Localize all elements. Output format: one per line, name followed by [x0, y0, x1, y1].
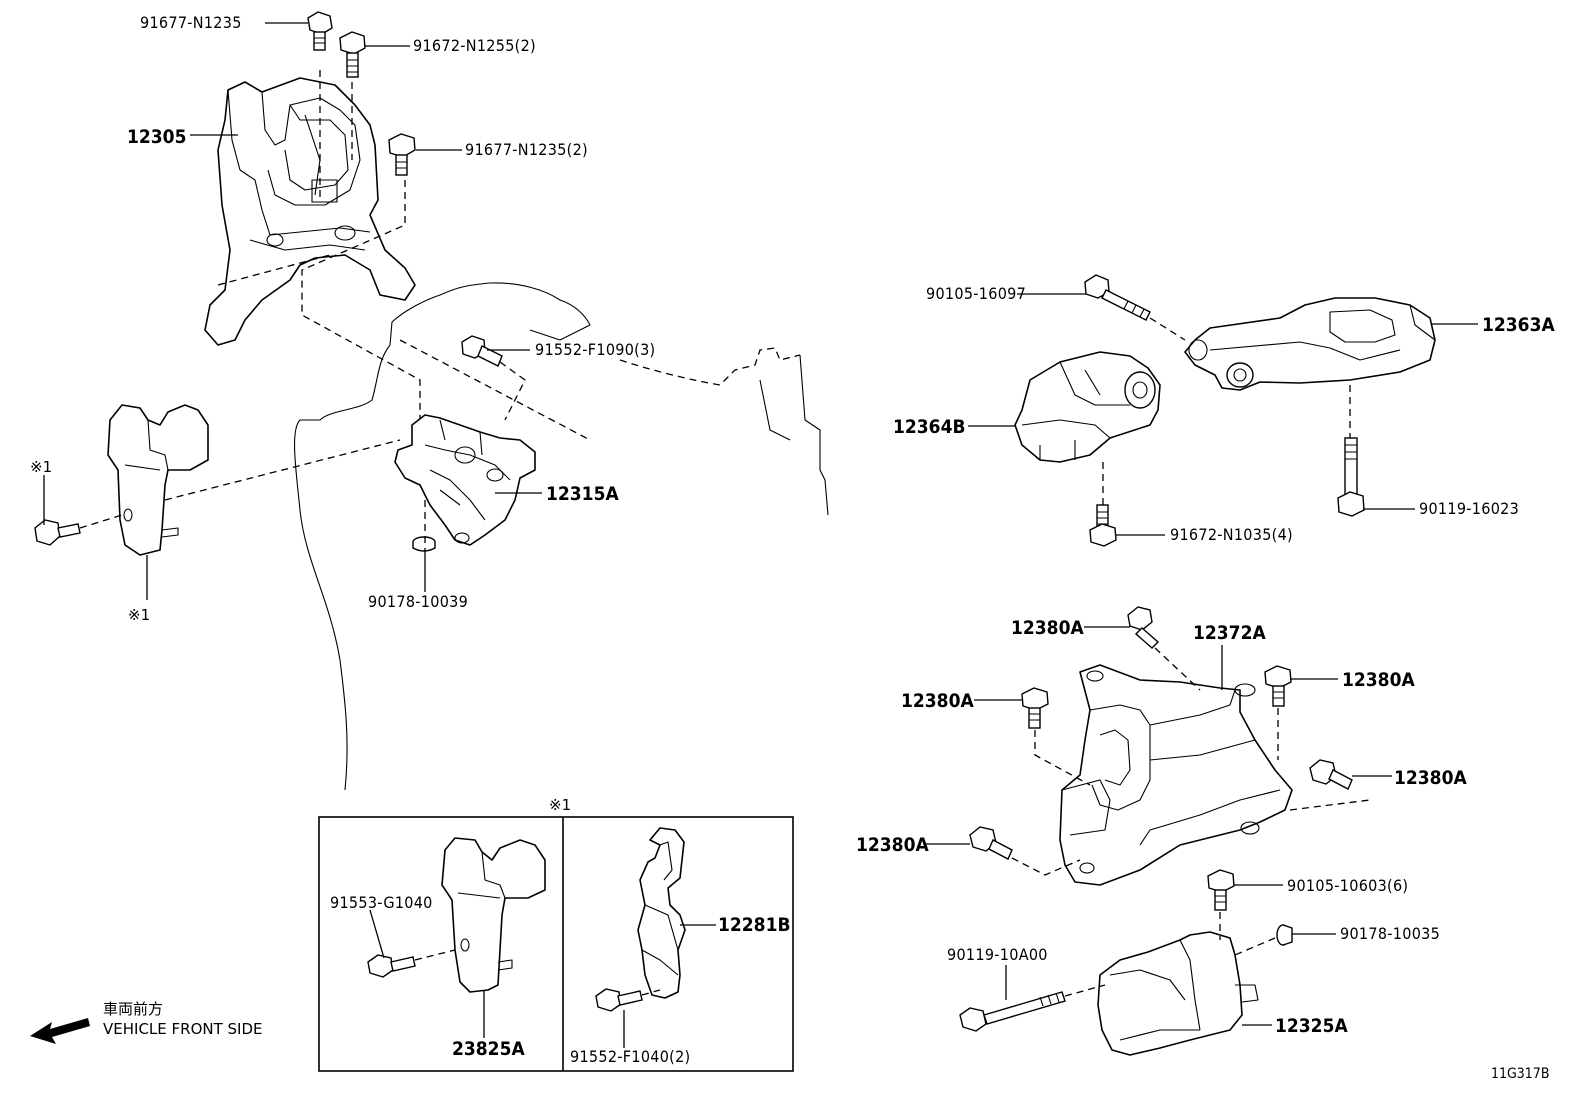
vehicle-front-en: VEHICLE FRONT SIDE [103, 1020, 263, 1038]
dash-16097 [1149, 317, 1186, 341]
label-12380A-side[interactable]: 12380A [1394, 767, 1467, 789]
inset-box [318, 816, 794, 1072]
part-12305-engine-mount-bracket[interactable] [204, 77, 416, 346]
label-note-1-bottom: ※1 [128, 606, 150, 624]
nut-90178-10035[interactable] [1276, 924, 1293, 946]
leader-lines [43, 22, 1478, 1048]
label-12364B[interactable]: 12364B [893, 416, 966, 438]
label-note-1-inset: ※1 [549, 796, 571, 814]
dash-10A00 [1064, 984, 1106, 997]
bolt-90119-10A00[interactable] [959, 991, 1066, 1032]
label-12305[interactable]: 12305 [127, 126, 186, 148]
label-91672-N1255[interactable]: 91672-N1255(2) [413, 36, 536, 55]
dash-f1090 [499, 361, 526, 421]
label-90178-10035[interactable]: 90178-10035 [1340, 924, 1440, 943]
bolt-90119-16023[interactable] [1337, 437, 1365, 517]
bolt-91677-N1235-top[interactable] [307, 11, 333, 51]
label-12380A-right[interactable]: 12380A [1342, 669, 1415, 691]
bolt-left-stopper[interactable] [34, 519, 81, 546]
mount-dash-lines [217, 70, 421, 430]
part-12325A-bracket[interactable] [1097, 931, 1259, 1056]
engine-outline [293, 282, 829, 791]
bolt-12380A-left[interactable] [1021, 687, 1049, 729]
label-91677-N1235-top[interactable]: 91677-N1235 [140, 13, 242, 32]
bolt-91672-N1255[interactable] [339, 31, 366, 78]
bolt-12380A-right[interactable] [1264, 665, 1292, 707]
vehicle-front-jp: 車両前方 [103, 1000, 163, 1018]
label-91672-N1035[interactable]: 91672-N1035(4) [1170, 525, 1293, 544]
dash-12380A-left [1034, 730, 1091, 786]
label-12281B[interactable]: 12281B [718, 914, 791, 936]
label-90119-10A00[interactable]: 90119-10A00 [947, 945, 1048, 964]
dash-stopper [164, 439, 401, 501]
bolt-91553-G1040[interactable] [367, 954, 416, 978]
part-left-stopper[interactable] [107, 404, 209, 556]
bolt-90105-10603[interactable] [1207, 869, 1235, 911]
illustration-code: 11G317B [1491, 1066, 1549, 1082]
dash-f1040 [641, 989, 661, 996]
label-91677-N1235-right[interactable]: 91677-N1235(2) [465, 140, 588, 159]
label-90119-16023[interactable]: 90119-16023 [1419, 499, 1519, 518]
nut-90178-10039[interactable] [412, 536, 436, 552]
bolt-12380A-lower[interactable] [969, 826, 1013, 860]
part-12281B-hook[interactable] [637, 827, 686, 999]
label-12380A-left[interactable]: 12380A [901, 690, 974, 712]
dash-left-bolt [79, 514, 123, 529]
label-90105-16097[interactable]: 90105-16097 [926, 284, 1026, 303]
part-12372A-transmission-mount[interactable] [1059, 664, 1293, 886]
dash-g1040 [414, 949, 456, 961]
label-91552-F1040[interactable]: 91552-F1040(2) [570, 1047, 690, 1066]
dash-12380A-lower [1011, 799, 1371, 876]
label-91552-F1090[interactable]: 91552-F1090(3) [535, 340, 655, 359]
label-90105-10603[interactable]: 90105-10603(6) [1287, 876, 1408, 895]
part-12363A-torque-rod[interactable] [1184, 297, 1436, 391]
dash-12380A-top [1154, 647, 1201, 691]
dash-10035 [1234, 937, 1276, 956]
label-12363A[interactable]: 12363A [1482, 314, 1555, 336]
label-12380A-top[interactable]: 12380A [1011, 617, 1084, 639]
label-91553-G1040[interactable]: 91553-G1040 [330, 893, 433, 912]
vehicle-front-arrow-icon [30, 1018, 90, 1044]
part-12364B-bracket[interactable] [1014, 351, 1161, 463]
bolt-12380A-top[interactable] [1127, 606, 1160, 649]
label-note-1-top: ※1 [30, 458, 52, 476]
bolt-12380A-side[interactable] [1309, 759, 1353, 790]
bolt-91672-N1035[interactable] [1089, 504, 1117, 547]
bolt-91552-F1040[interactable] [595, 988, 643, 1012]
bolt-90105-16097[interactable] [1084, 274, 1151, 321]
part-labels: 91677-N1235 91672-N1255(2) 12305 91677-N… [30, 13, 1555, 1082]
part-12315A-engine-bracket[interactable] [394, 414, 536, 546]
label-90178-10039[interactable]: 90178-10039 [368, 592, 468, 611]
label-12315A[interactable]: 12315A [546, 483, 619, 505]
bolt-91677-N1235-right[interactable] [388, 133, 416, 176]
label-12380A-lower[interactable]: 12380A [856, 834, 929, 856]
label-12325A[interactable]: 12325A [1275, 1015, 1348, 1037]
part-23825A-stopper[interactable] [441, 837, 546, 993]
bolt-91552-F1090[interactable] [461, 335, 503, 367]
label-12372A[interactable]: 12372A [1193, 622, 1266, 644]
label-23825A[interactable]: 23825A [452, 1038, 525, 1060]
